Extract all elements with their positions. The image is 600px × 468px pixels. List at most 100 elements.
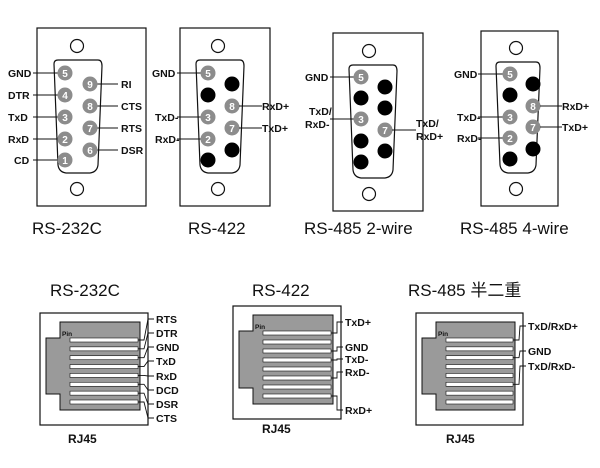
leader-line <box>331 358 343 361</box>
pin-number: 6 <box>87 146 93 157</box>
rj45-signal-label: GND <box>528 346 552 358</box>
rj45-signal-label: RxD+ <box>345 405 372 417</box>
contact-slot <box>445 390 514 396</box>
pin-number: 2 <box>205 135 211 146</box>
signal-label: CD <box>14 155 30 167</box>
rj45-signal-label: DCD <box>156 385 179 397</box>
rj45-signal-label: RTS <box>156 314 177 326</box>
signal-label: TxD/ <box>416 118 439 130</box>
db9-rs485-4wire: 5 3 2 GND TxD- RxD- 8 7 RxD+ TxD+ RS-485… <box>454 30 589 238</box>
signal-label: DSR <box>121 145 144 157</box>
contact-slot <box>69 390 139 396</box>
leader-line <box>138 346 154 359</box>
pin-number: 8 <box>87 102 93 113</box>
signal-label: RxD- <box>305 119 330 131</box>
signal-label: RxD+ <box>562 101 589 113</box>
leader-line <box>513 350 526 359</box>
contact-slot <box>262 366 332 372</box>
pin-number: 3 <box>62 113 68 124</box>
pin-number: 2 <box>507 134 513 145</box>
contact-slot <box>445 364 514 369</box>
contact-slot <box>69 399 139 405</box>
pin-number: 1 <box>62 156 68 167</box>
signal-label: TxD+ <box>262 123 288 135</box>
contact-slot <box>262 330 332 336</box>
rj45-title: RS-422 <box>252 281 310 300</box>
db9-rs422: 5 3 2 GND TxD- RxD- 8 7 RxD+ TxD+ RS-422 <box>152 27 289 238</box>
rj45-title: RS-485 半二重 <box>408 281 521 300</box>
pin-number: 2 <box>62 135 68 146</box>
leader-line <box>331 395 343 411</box>
contact-slot <box>445 381 514 387</box>
connector-caption: RS-422 <box>188 219 246 238</box>
signal-label: CTS <box>121 101 142 113</box>
rj45-signal-label: TxD- <box>345 354 369 366</box>
signal-label: TxD/ <box>309 106 332 118</box>
contact-slot <box>262 375 332 381</box>
rj45-signal-label: GND <box>345 342 369 354</box>
contact-slot <box>445 337 514 343</box>
contact-slot <box>262 384 332 390</box>
pin-marker: Pin <box>62 331 72 338</box>
pin-number: 3 <box>507 113 513 124</box>
leader-line <box>513 365 526 385</box>
leader-line <box>331 346 343 352</box>
signal-label: TxD- <box>155 112 179 124</box>
pin-number: 5 <box>358 73 364 84</box>
leader-line <box>138 374 154 377</box>
rj45-signal-label: TxD/RxD- <box>528 361 576 373</box>
signal-label: GND <box>305 72 329 84</box>
leader-line <box>513 325 526 341</box>
pin-marker: Pin <box>255 324 265 331</box>
pin-number: 7 <box>229 124 235 135</box>
contact-slot <box>445 373 514 378</box>
contact-slot <box>445 399 514 405</box>
rj45-signal-label: GND <box>156 342 180 354</box>
signal-label: RxD+ <box>262 101 289 113</box>
signal-label: RxD+ <box>416 131 443 143</box>
contact-slot <box>262 348 332 354</box>
pin-number: 7 <box>87 124 93 135</box>
pin-number: 4 <box>62 91 68 102</box>
rj45-title: RS-232C <box>50 281 120 300</box>
rj45-signal-label: RxD <box>156 371 177 383</box>
leader-line <box>138 392 154 405</box>
leader-line <box>331 321 343 334</box>
contact-slot <box>262 339 332 345</box>
contact-slot <box>69 381 139 387</box>
contact-slot <box>69 364 139 369</box>
signal-label: GND <box>152 68 176 80</box>
connector-caption: RS-232C <box>32 219 102 238</box>
contact-slot <box>445 355 514 361</box>
pin-number: 9 <box>87 80 93 91</box>
signal-label: RTS <box>121 123 142 135</box>
contact-slot <box>69 373 139 378</box>
db9-rs232c: 5 4 3 2 1 GND DTR TxD RxD CD 9 8 7 6 RI … <box>8 27 147 238</box>
leader-line <box>138 360 154 368</box>
rj45-label: RJ45 <box>446 432 475 446</box>
rj45-signal-label: RxD- <box>345 367 370 379</box>
leader-line <box>138 383 154 391</box>
rj45-label: RJ45 <box>262 422 291 436</box>
leader-line <box>138 318 154 341</box>
signal-label: RxD- <box>457 133 482 145</box>
leader-line <box>331 371 343 379</box>
contact-slot <box>69 346 139 352</box>
rj45-signal-label: DTR <box>156 328 178 340</box>
signal-label: DTR <box>8 90 30 102</box>
connector-caption: RS-485 4-wire <box>460 219 569 238</box>
contact-slot <box>69 337 139 343</box>
signal-label: TxD- <box>457 112 481 124</box>
db9-rs485-2wire: 5 3 GND TxD/ RxD- 7 TxD/ RxD+ RS-485 2-w… <box>304 32 443 238</box>
pin-number: 7 <box>382 126 388 137</box>
contact-slot <box>445 346 514 352</box>
pin-number: 5 <box>205 69 211 80</box>
connector-caption: RS-485 2-wire <box>304 219 413 238</box>
signal-label: RxD- <box>155 134 180 146</box>
rj45-signal-label: DSR <box>156 399 179 411</box>
